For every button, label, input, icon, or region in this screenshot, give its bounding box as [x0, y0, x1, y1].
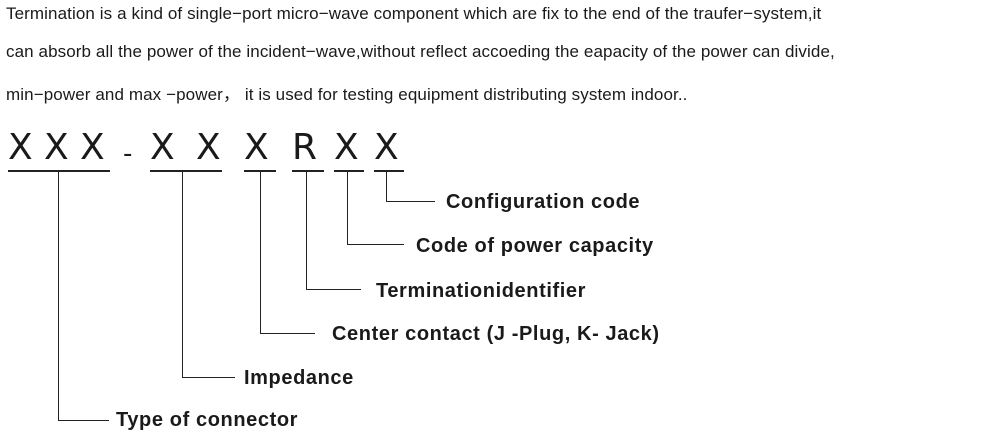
- code-char-7: R: [292, 127, 318, 168]
- code-char-3: X: [80, 127, 105, 168]
- code-char-8: X: [334, 127, 359, 168]
- underline-configuration: [374, 170, 404, 172]
- label-connector-type: Type of connector: [116, 409, 299, 431]
- description-line-1: Termination is a kind of single−port mic…: [6, 4, 822, 23]
- underline-power: [334, 170, 364, 172]
- leader-termination: [306, 172, 361, 290]
- code-char-2: X: [44, 127, 69, 168]
- label-power-capacity: Code of power capacity: [416, 235, 654, 257]
- code-char-4: X: [150, 127, 175, 168]
- underline-contact: [244, 170, 276, 172]
- underline-impedance-group: [150, 170, 222, 172]
- code-char-6: X: [244, 127, 269, 168]
- description-line-2: can absorb all the power of the incident…: [6, 42, 835, 61]
- code-char-5: X: [196, 127, 221, 168]
- code-dash: -: [123, 139, 133, 169]
- leader-configuration: [386, 172, 435, 202]
- underline-termination: [292, 170, 324, 172]
- label-termination-identifier: Terminationidentifier: [376, 280, 587, 302]
- leader-contact: [260, 172, 315, 334]
- leader-connector: [58, 172, 109, 421]
- label-impedance: Impedance: [244, 367, 354, 389]
- code-char-9: X: [374, 127, 399, 168]
- code-char-1: X: [8, 127, 33, 168]
- label-configuration-code: Configuration code: [446, 191, 641, 213]
- description-line-3: min−power and max −power， it is used for…: [6, 85, 688, 104]
- underline-connector-group: [8, 170, 110, 172]
- leader-impedance: [182, 172, 235, 378]
- label-center-contact: Center contact (J -Plug, K- Jack): [332, 323, 660, 345]
- leader-power: [347, 172, 404, 245]
